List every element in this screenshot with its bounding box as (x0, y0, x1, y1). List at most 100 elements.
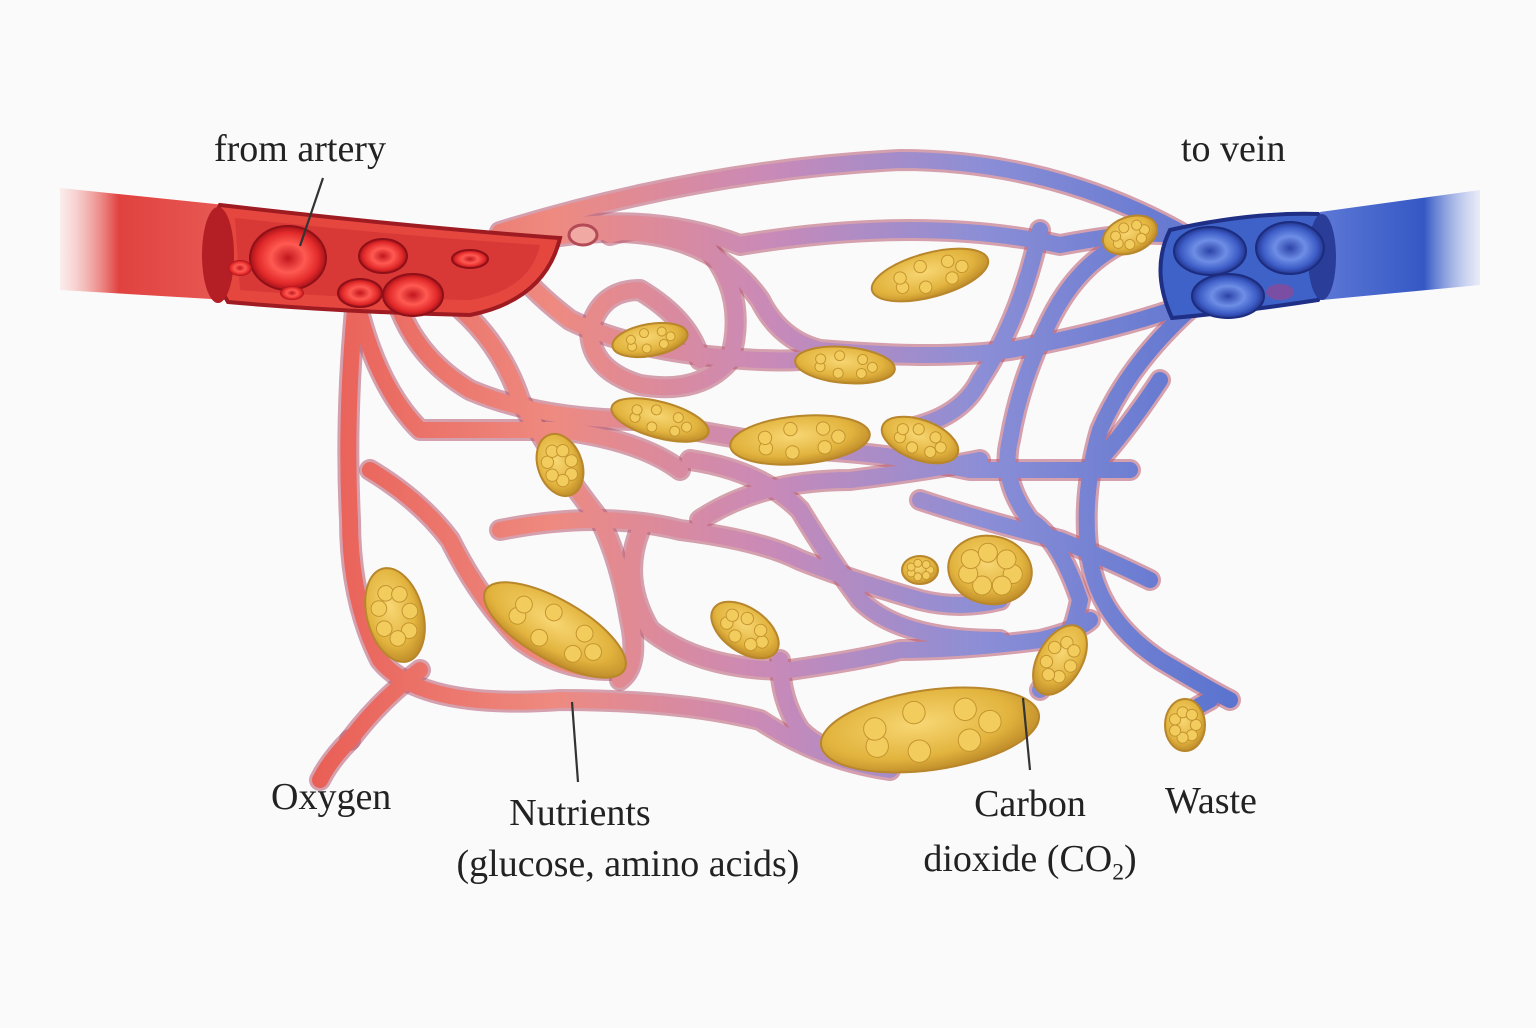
cell-granule (391, 586, 408, 603)
cell-granule (785, 445, 800, 460)
capillary (342, 662, 428, 748)
cell-granule (919, 280, 933, 294)
cell-granule (1118, 222, 1130, 234)
cell-granule (631, 404, 643, 416)
cell-granule (530, 628, 549, 647)
capillary (492, 512, 1008, 613)
cell-granule (945, 271, 959, 285)
tissue-cell-cluster (870, 247, 990, 303)
capillary (442, 292, 642, 688)
cell-granule (929, 431, 942, 444)
cell-granule (515, 595, 533, 614)
cell-granule (893, 271, 907, 285)
capillary (340, 302, 898, 778)
capillary (624, 522, 1098, 678)
cell-granule (913, 259, 927, 274)
cell-granule (934, 441, 947, 454)
cell-granule (1110, 230, 1122, 242)
cell-granule (977, 542, 998, 563)
leader-lines (298, 177, 1032, 783)
cell-granule (913, 558, 923, 568)
cell-granule (556, 443, 570, 458)
cell-granule (905, 441, 919, 454)
cell-granule (1135, 232, 1147, 244)
cell-granule (681, 421, 693, 433)
cell-granule (831, 429, 846, 444)
cell-granule (375, 620, 393, 637)
cell-granule (1189, 718, 1203, 732)
from-artery-label: from artery (214, 128, 386, 170)
cell-granule (913, 572, 923, 582)
cell-granule (863, 717, 887, 741)
venule-side-pores (567, 223, 599, 247)
capillary (492, 152, 1188, 240)
cell-granule (907, 739, 932, 763)
cell-granule (665, 331, 676, 342)
nutrients-label: Nutrients (430, 792, 730, 836)
cell-granule (1185, 708, 1199, 721)
cell-granule (832, 367, 844, 379)
cell-granule (1131, 219, 1143, 231)
cell-granule (1039, 654, 1054, 669)
cell-granule (1124, 238, 1136, 250)
to-vein-label: to vein (1181, 128, 1286, 170)
cell-granule (866, 361, 878, 373)
cell-granule (744, 637, 758, 652)
cell-granule (584, 643, 603, 661)
cell-granule (639, 328, 650, 339)
cell-granule (972, 575, 993, 596)
capillary (1082, 372, 1168, 478)
nutrients-label-line1: Nutrients (509, 792, 651, 834)
cell-granule (817, 440, 832, 455)
cell-granule (855, 367, 867, 379)
cell-granule (783, 421, 798, 437)
cell-granule (370, 600, 388, 617)
capillary (892, 222, 1048, 438)
cell-granule (556, 473, 570, 488)
cell-granule (1041, 667, 1056, 682)
cell-granule (857, 354, 869, 366)
cell-granule (646, 421, 658, 433)
capillary-outline (1075, 289, 1241, 711)
cell-granule (1138, 224, 1150, 236)
cell-granule (957, 728, 982, 752)
cell-granule (757, 430, 773, 446)
cell-granule (740, 611, 754, 626)
cell-granule (575, 624, 594, 643)
cell-granule (545, 468, 559, 482)
cell-granule (753, 623, 768, 638)
cell-granule (815, 353, 827, 365)
oxygen-label: Oxygen (271, 776, 392, 818)
carbon-label-subscript: 2 (1112, 859, 1125, 886)
red-blood-cells (228, 225, 489, 317)
cell-granule (1047, 640, 1062, 655)
capillary (682, 452, 1008, 648)
carbon-label-line1: Carbon (974, 783, 1086, 825)
cell-granule (1176, 731, 1189, 744)
cell-granule (921, 571, 931, 580)
cell-granule (389, 630, 407, 647)
cell-granule (921, 560, 931, 569)
carbon-dioxide-label: dioxide (CO2) (895, 838, 1165, 887)
cell-granule (725, 608, 740, 622)
cell-granule (815, 421, 831, 436)
cell-granule (960, 549, 981, 570)
cell-granule (924, 445, 937, 459)
cell-granule (656, 326, 667, 337)
capillary (1078, 292, 1238, 708)
carbon-label-line2-prefix: dioxide (CO (923, 838, 1113, 880)
cell-granule (650, 404, 662, 416)
waste-label: Waste (1165, 780, 1257, 822)
cell-granule (996, 549, 1017, 570)
cell-granule (401, 602, 419, 620)
cell-granule (940, 254, 955, 269)
capillary (999, 232, 1138, 698)
cell-granule (641, 343, 652, 354)
capillary (582, 220, 744, 396)
capillary (312, 732, 358, 788)
cell-granule (672, 412, 684, 424)
tissue-cell-clusters (364, 214, 1206, 774)
leader-line-artery (298, 177, 325, 247)
